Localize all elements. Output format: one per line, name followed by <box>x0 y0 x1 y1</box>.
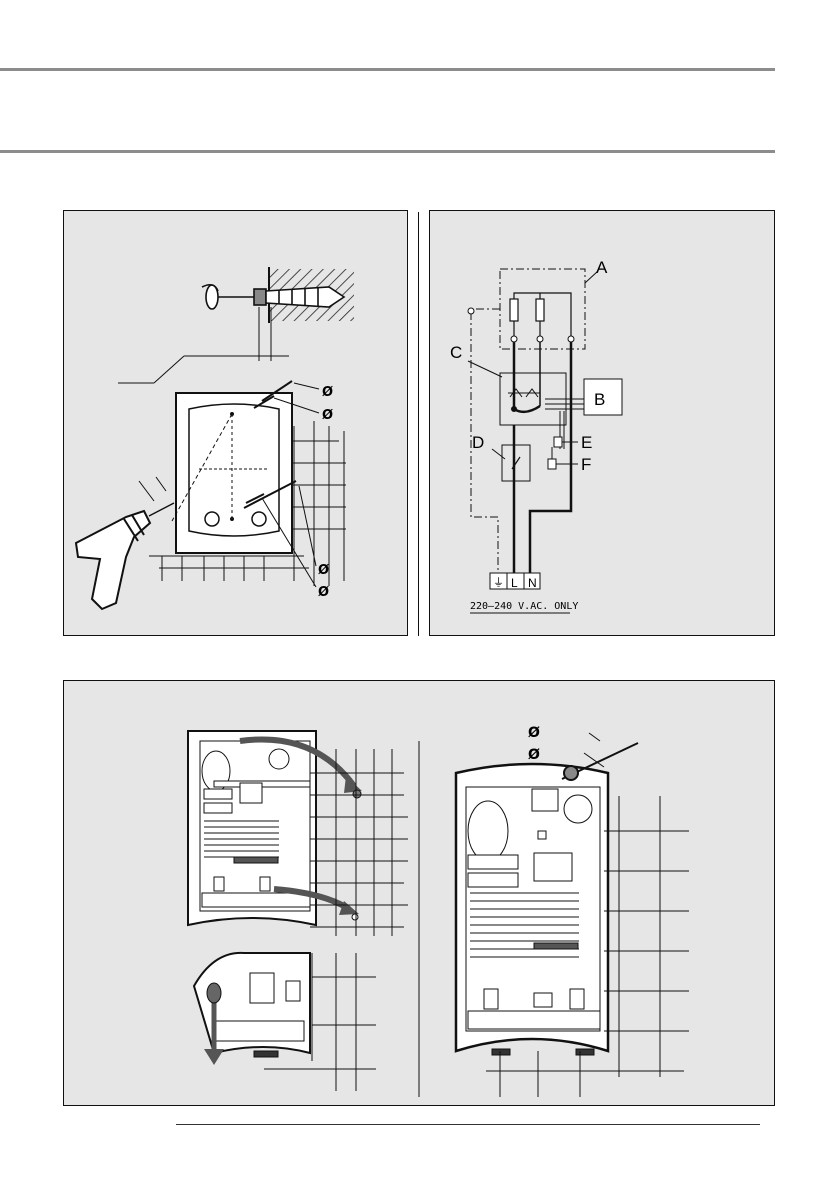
diameter-symbol-1: Ø <box>322 385 333 400</box>
header-rule-top <box>0 68 775 71</box>
terminal-neutral: N <box>528 576 537 590</box>
header-rule-bottom <box>0 150 775 153</box>
terminal-earth: ⏚ <box>493 576 504 589</box>
drill-depth-dimension <box>118 307 289 383</box>
diameter-symbol-2: Ø <box>322 408 333 423</box>
label-d: D <box>472 433 484 452</box>
label-b: B <box>594 390 605 409</box>
wall-grid-left <box>310 749 408 936</box>
label-f: F <box>581 455 591 474</box>
mounting-diagram: Ø Ø Ø Ø <box>64 211 409 637</box>
footer-rule <box>176 1124 760 1125</box>
wiring-diagram: A C B D E F ⏚ L N 220–240 V.AC. ONLY <box>430 211 776 637</box>
diameter-symbol-6: Ø <box>528 747 540 763</box>
label-e: E <box>581 433 592 452</box>
diameter-symbol-4: Ø <box>318 585 329 600</box>
drill-icon <box>76 477 174 609</box>
supply-voltage-note: 220–240 V.AC. ONLY <box>470 601 578 612</box>
label-a: A <box>596 258 608 277</box>
appliance-lower-detail <box>194 953 376 1091</box>
appliance-backplate <box>176 393 292 553</box>
label-c: C <box>450 343 462 362</box>
mounting-diagram-panel: Ø Ø Ø Ø <box>63 210 408 636</box>
panel-divider-top <box>418 212 419 636</box>
wiring-diagram-panel: A C B D E F ⏚ L N 220–240 V.AC. ONLY <box>429 210 775 636</box>
installation-diagram: Ø Ø <box>64 681 776 1107</box>
appliance-open-large <box>456 764 608 1055</box>
installation-diagram-panel: Ø Ø <box>63 680 775 1106</box>
diameter-symbol-3: Ø <box>318 563 329 578</box>
terminal-live: L <box>511 576 518 590</box>
diameter-symbol-5: Ø <box>528 725 540 741</box>
appliance-open-small <box>188 731 316 925</box>
